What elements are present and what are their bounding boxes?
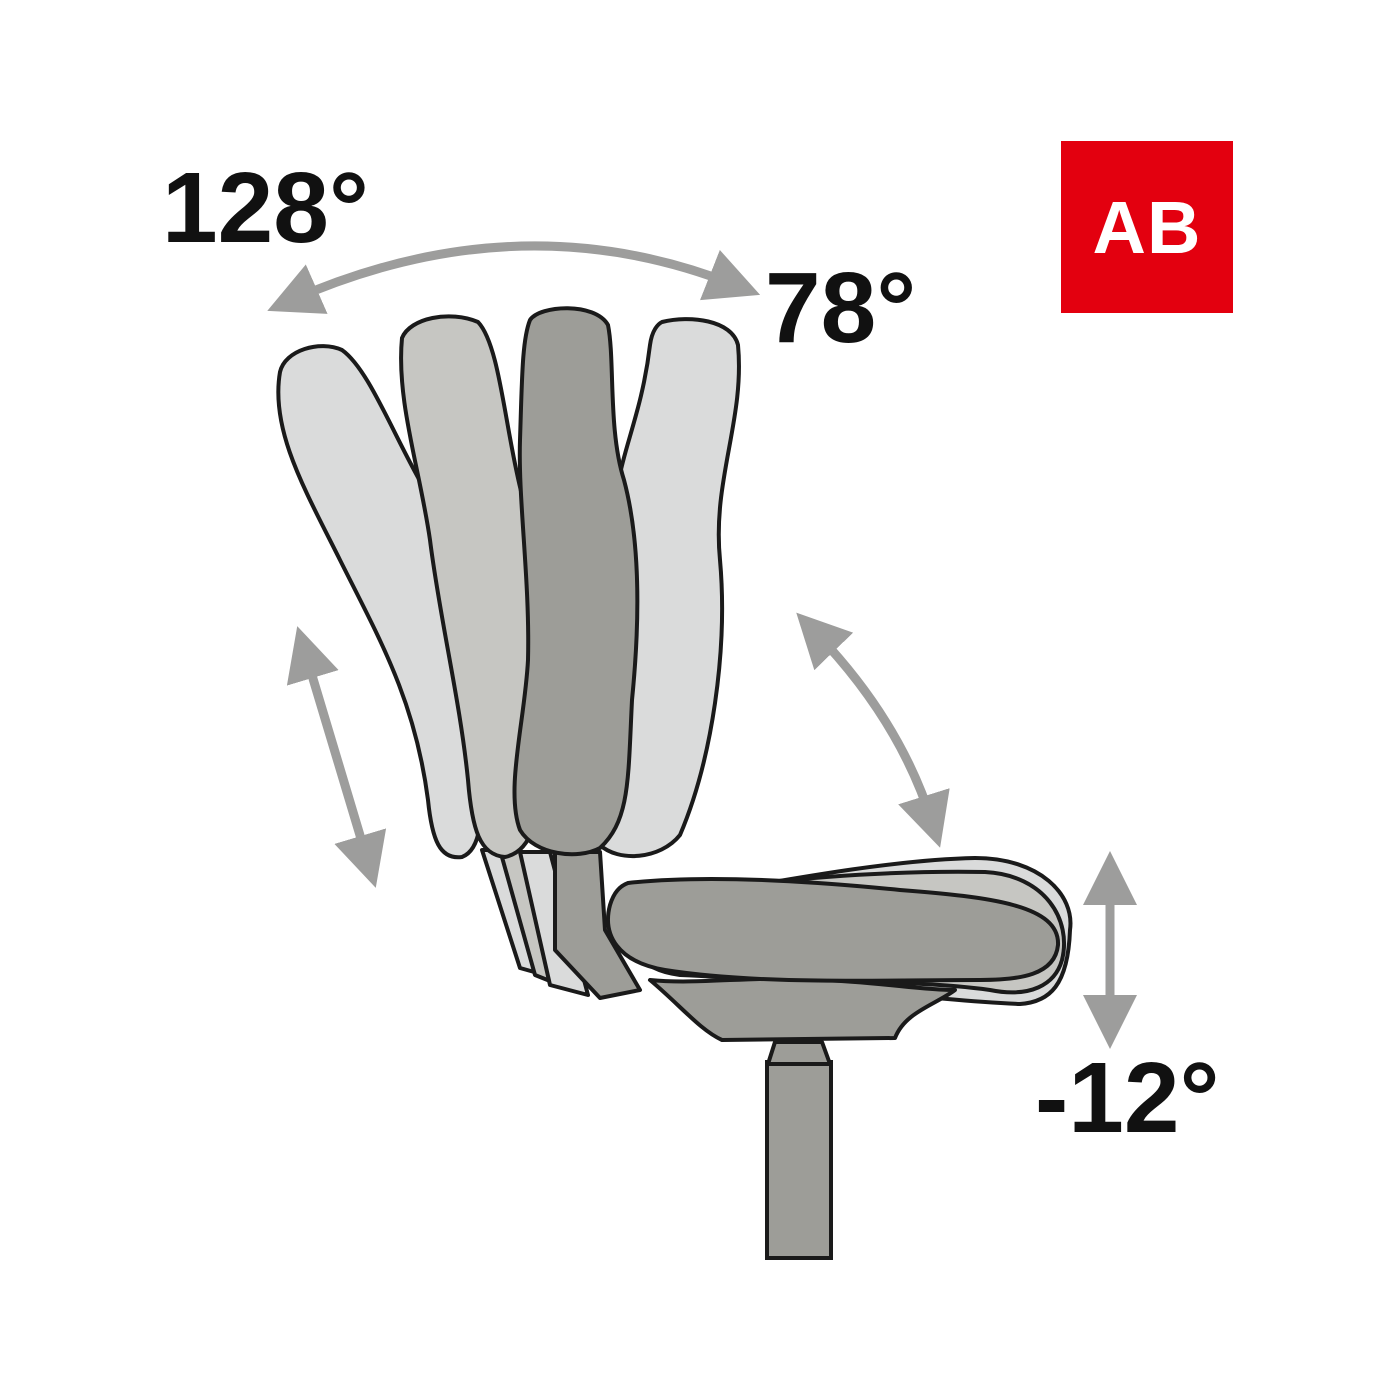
backrest-position-78deg: [597, 317, 741, 859]
backrest-recline-arrow: [267, 241, 761, 314]
seat-tilt-angle-label: -12°: [1035, 1042, 1220, 1154]
backrest-min-angle-label: 78°: [765, 252, 917, 364]
gas-lift-column: [765, 1040, 833, 1260]
backrest-height-arrow: [286, 626, 387, 888]
seat-backrest-angle-arrow: [796, 612, 950, 848]
backrest-max-angle-label: 128°: [162, 152, 369, 264]
seat-cushion-main: [606, 877, 1061, 983]
brand-badge-text: AB: [1092, 185, 1202, 269]
backrest-position-upright: [512, 306, 640, 857]
seat-shell: [648, 976, 957, 1042]
brand-badge-background: [1061, 141, 1233, 313]
brand-badge: AB: [1061, 141, 1233, 313]
